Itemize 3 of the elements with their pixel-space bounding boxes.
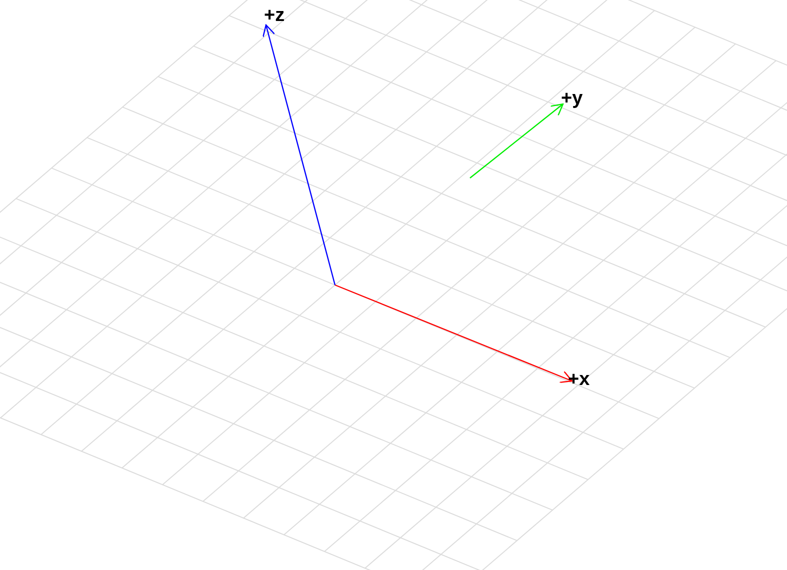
axis-label: +x — [568, 370, 590, 389]
axis-label: +z — [264, 6, 285, 25]
axis-label: +y — [561, 89, 583, 108]
